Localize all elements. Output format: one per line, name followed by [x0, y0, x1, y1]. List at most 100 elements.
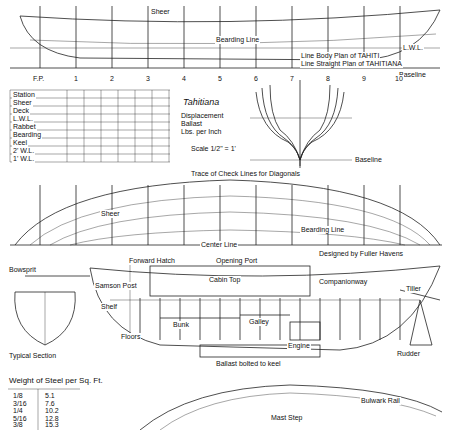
plan-label: 7 [289, 75, 295, 83]
plan-label: Displacement [180, 112, 224, 120]
station-line [184, 6, 185, 68]
samson-post [130, 262, 131, 340]
plan-label: Bearding Line [300, 226, 345, 234]
plan-label: Center Line [200, 241, 238, 249]
shelf [110, 300, 420, 301]
plan-label: F.P. [32, 75, 45, 83]
plan-label: 7.6 [44, 400, 56, 408]
station-line [76, 185, 77, 245]
body-section [270, 85, 300, 160]
frame-line [180, 298, 181, 340]
frame-line [280, 298, 281, 340]
plan-label: Typical Section [8, 352, 57, 360]
body-centerline [300, 80, 301, 166]
sheer-line [20, 10, 440, 22]
frame-line [320, 298, 321, 340]
table-rule [8, 389, 80, 390]
plan-label: Sheer [150, 8, 171, 16]
plan-label: Baseline [354, 156, 383, 164]
frame-line [340, 298, 341, 340]
plan-label: Engine [287, 342, 311, 350]
table-rule [67, 90, 68, 162]
plan-label: Bunk [172, 321, 190, 329]
station-line [148, 6, 149, 68]
plan-label: Rudder [396, 350, 421, 358]
plan-label: 5 [217, 75, 223, 83]
plan-label: 2' W.L. [12, 147, 35, 155]
plan-label: 8 [325, 75, 331, 83]
plan-label: 15.3 [44, 421, 60, 429]
plan-label: Scale 1/2" = 1' [190, 145, 237, 153]
station-line [292, 185, 293, 245]
bearding-line [30, 34, 436, 44]
plan-label: 3 [145, 75, 151, 83]
plan-label: 6 [253, 75, 259, 83]
plan-label: Bearding [12, 131, 42, 139]
table-rule [152, 90, 153, 162]
keel-stub [300, 160, 301, 168]
station-line [220, 185, 221, 245]
table-rule [38, 389, 39, 430]
plan-label: Bowsprit [8, 266, 37, 274]
station-line [148, 185, 149, 245]
plan-label: Station [12, 91, 36, 99]
half-breadth-outline [15, 180, 440, 245]
station-line [40, 185, 41, 245]
table-rule [10, 106, 170, 107]
station-line [328, 185, 329, 245]
galley-counter [240, 315, 290, 316]
plan-label: 2 [109, 75, 115, 83]
deck-plan-outline [140, 385, 442, 430]
table-rule [84, 90, 85, 162]
station-line [112, 6, 113, 68]
plan-label: Forward Hatch [128, 257, 176, 265]
table-rule [101, 90, 102, 162]
plan-label: 1/8 [12, 392, 24, 400]
frame-line [200, 298, 201, 340]
plan-label: Rabbet [12, 123, 37, 131]
plan-label: Opening Port [215, 257, 258, 265]
body-section [262, 88, 300, 160]
plan-label: Deck [12, 107, 30, 115]
plan-label: Samson Post [94, 282, 138, 290]
sheer [90, 266, 440, 276]
hull-profile [20, 10, 440, 60]
plan-label: Line Body Plan of TAHITI [300, 52, 380, 60]
station-line [184, 185, 185, 245]
plan-label: 3/16 [12, 400, 28, 408]
table-rule [118, 90, 119, 162]
frame-line [400, 298, 401, 340]
plan-label: L.W.L. [12, 115, 34, 123]
body-section [300, 88, 338, 160]
plan-label: 4 [181, 75, 187, 83]
plan-label: Designed by Fuller Havens [318, 250, 404, 258]
section-centerline [45, 292, 46, 345]
station-line [400, 185, 401, 245]
plan-label: L.W.L. [402, 44, 424, 52]
plan-label: Lbs. per Inch [180, 128, 222, 136]
plan-label: Galley [248, 318, 270, 326]
body-baseline [250, 160, 352, 161]
frame-line [160, 298, 161, 340]
plan-label: 10.2 [44, 407, 60, 415]
plan-label: Companionway [318, 278, 368, 286]
plan-label: 1 [73, 75, 79, 83]
table-rule [10, 90, 11, 162]
station-line [364, 185, 365, 245]
typical-section [15, 292, 76, 345]
plan-label: Sheer [12, 99, 33, 107]
plan-label: Weight of Steel per Sq. Ft. [8, 377, 104, 386]
plan-label: Sheer [100, 210, 121, 218]
frame-line [380, 298, 381, 340]
frame-line [300, 298, 301, 340]
station-line [40, 6, 41, 68]
plan-label: 10 [394, 75, 404, 83]
waterline [10, 48, 440, 49]
table-rule [10, 114, 170, 115]
rudder [410, 300, 432, 345]
plan-label: Keel [12, 139, 28, 147]
station-line [76, 6, 77, 68]
table-rule [135, 90, 136, 162]
plan-label: Line Straight Plan of TAHITIANA [300, 60, 403, 68]
